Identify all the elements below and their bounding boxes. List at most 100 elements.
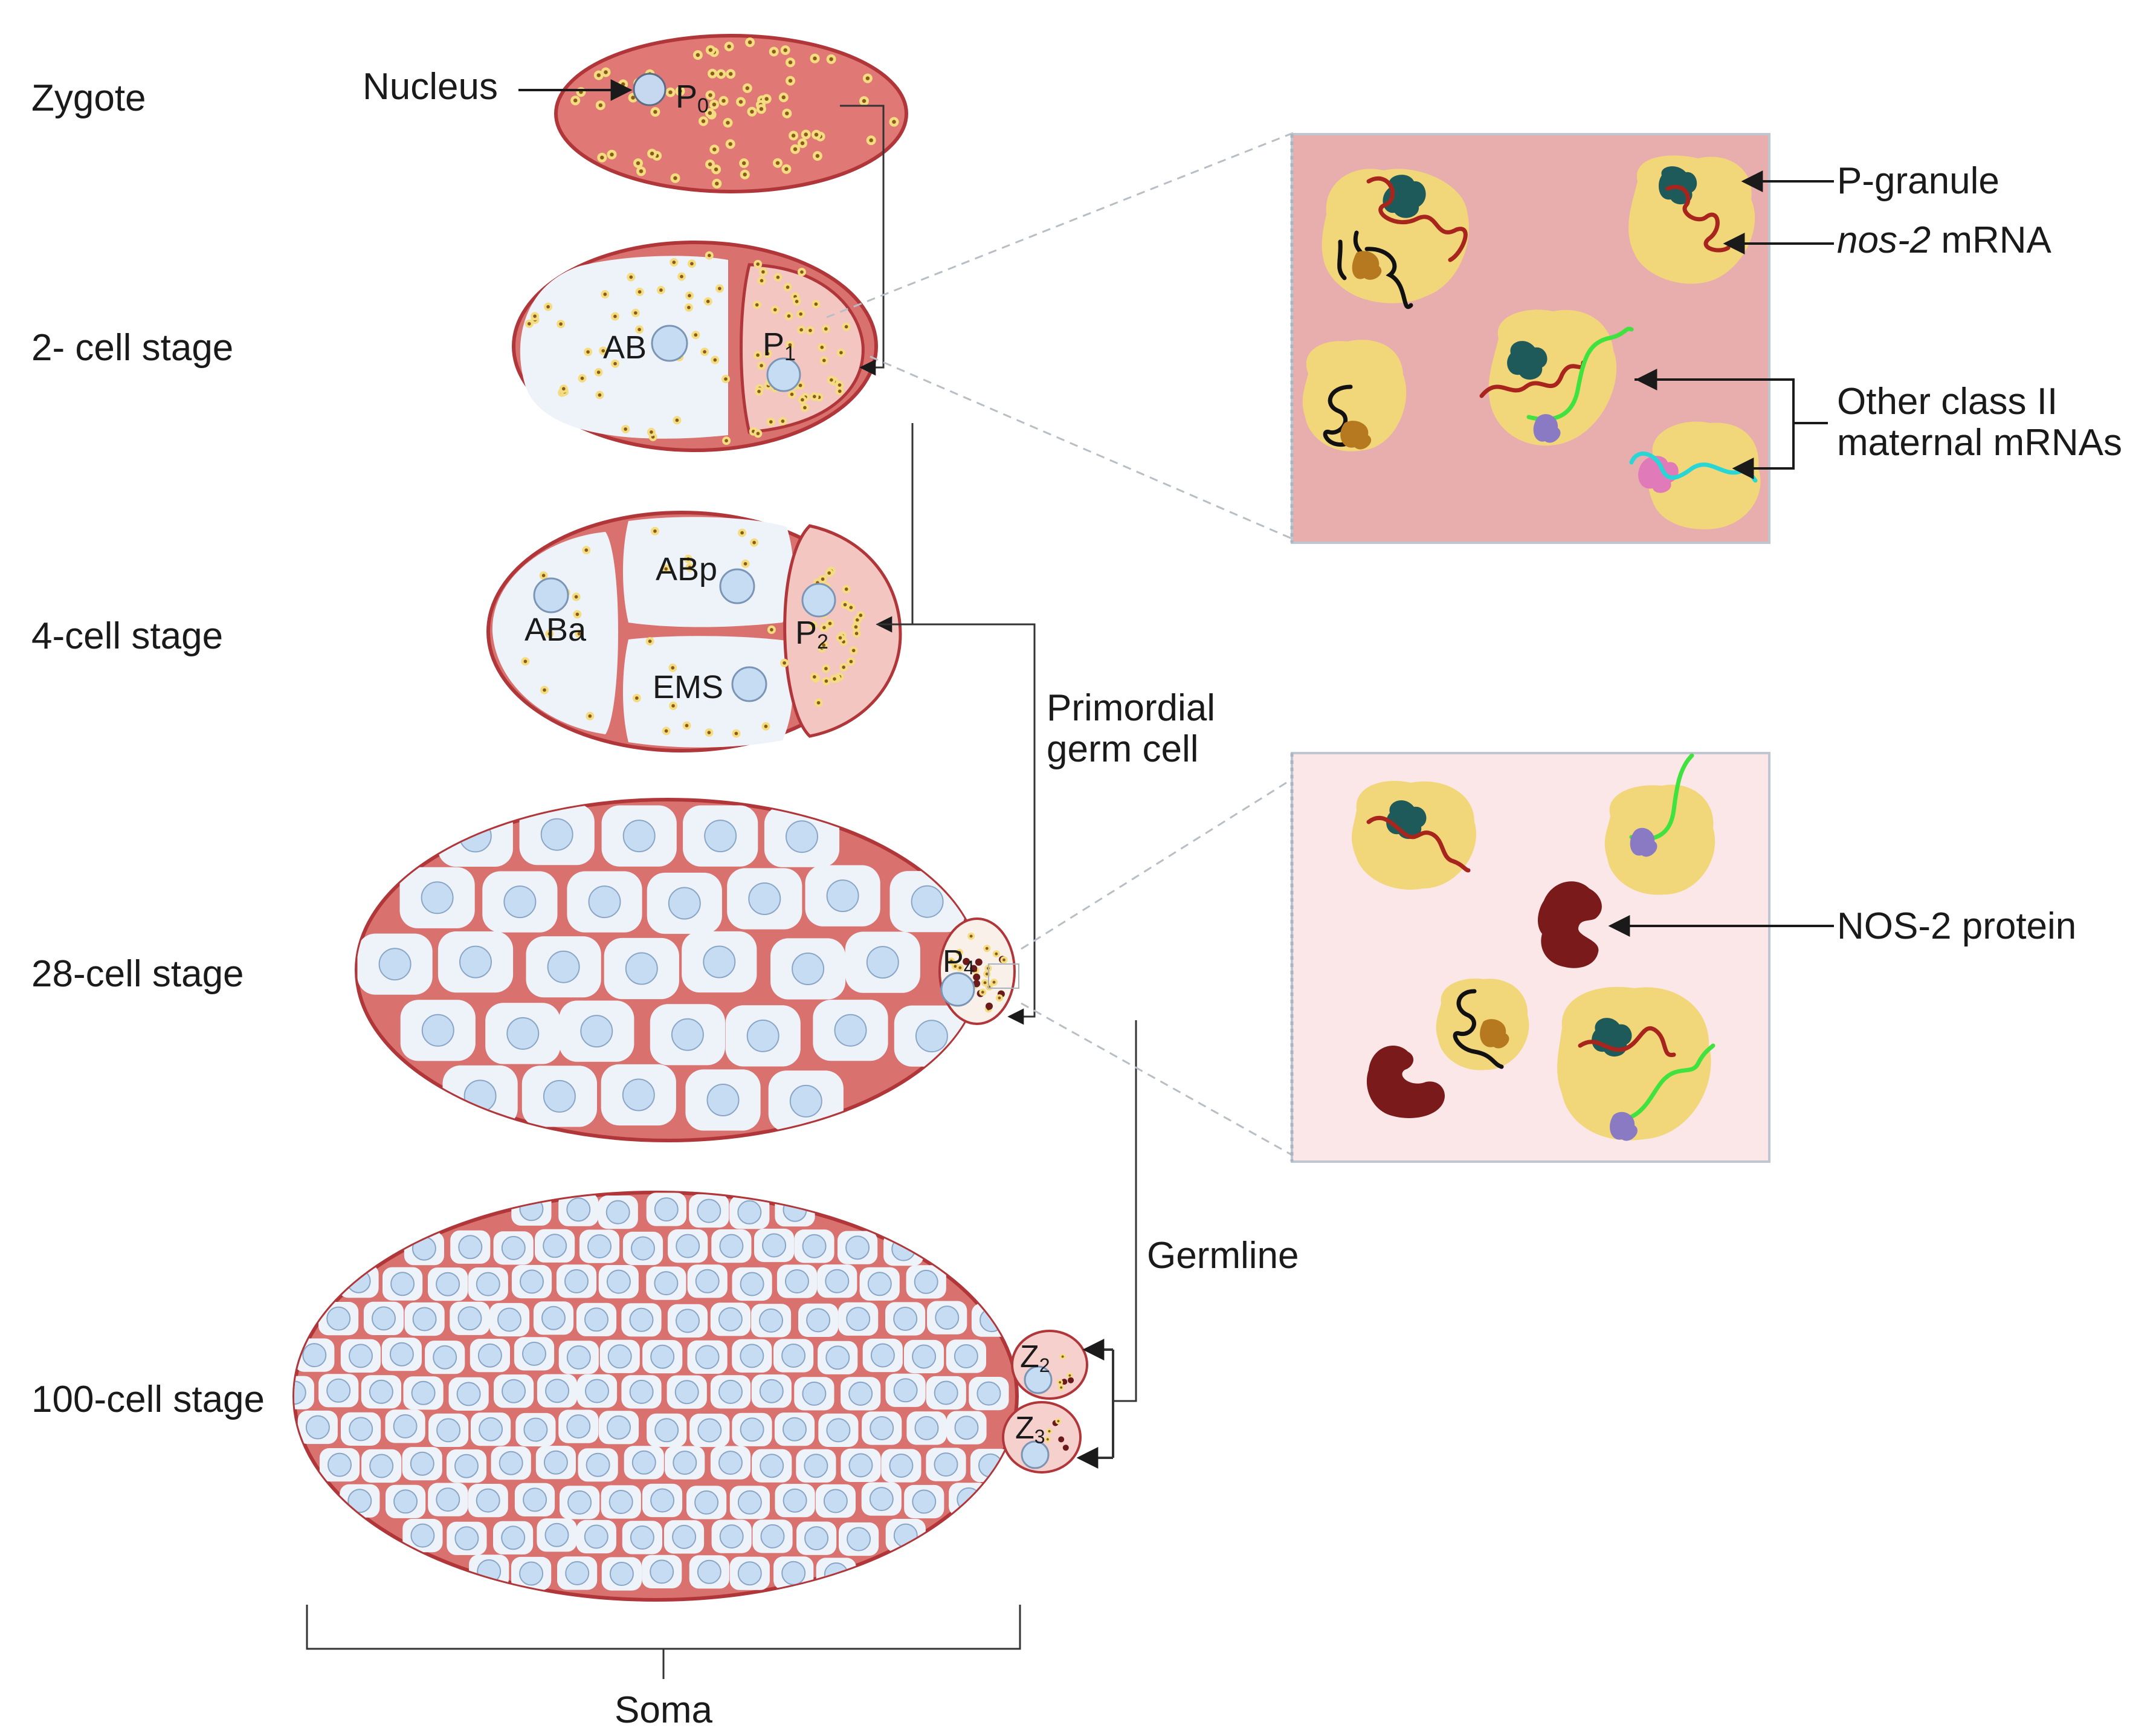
granule-dot xyxy=(757,361,766,370)
granule-dot xyxy=(705,108,715,118)
granule-dot xyxy=(712,178,722,189)
somatic-nucleus xyxy=(893,1378,918,1403)
granule-dot xyxy=(747,106,757,117)
p-granule-label: P-granule xyxy=(1837,160,1999,202)
granule-dot xyxy=(685,291,694,300)
granule-dot xyxy=(673,416,682,425)
somatic-nucleus xyxy=(393,1489,418,1514)
granule-dot xyxy=(722,436,731,445)
other-mrna-label-1: Other class II xyxy=(1837,381,2058,422)
p2-label: P2 xyxy=(795,615,828,653)
granule-dot xyxy=(607,149,617,160)
somatic-nucleus xyxy=(609,1562,634,1586)
granule-dot xyxy=(822,676,831,685)
granule-dot xyxy=(826,54,836,64)
somatic-nucleus xyxy=(436,1487,460,1512)
granule-dot xyxy=(752,300,761,309)
abp-label: ABp xyxy=(656,551,717,587)
granule-dot xyxy=(677,272,686,281)
granule-dot xyxy=(675,86,685,96)
granule-dot xyxy=(778,92,789,103)
soma-label: Soma xyxy=(615,1689,712,1731)
granule-dot xyxy=(1062,1445,1069,1451)
granule-dot xyxy=(956,964,964,972)
granule-dot xyxy=(582,546,591,555)
granule-dot xyxy=(636,166,646,176)
cell100-embryo: Z2 Z3 xyxy=(292,1191,1088,1602)
somatic-nucleus xyxy=(433,1345,457,1370)
stage-label-100cell: 100-cell stage xyxy=(31,1379,265,1420)
granule-dot xyxy=(821,664,830,673)
somatic-nucleus xyxy=(567,1490,592,1515)
granule-dot xyxy=(781,164,792,174)
somatic-nucleus xyxy=(421,1014,454,1047)
granule-dot xyxy=(792,297,801,306)
somatic-nucleus xyxy=(718,1451,743,1475)
somatic-nucleus xyxy=(587,1234,612,1259)
granule-dot xyxy=(789,131,799,141)
somatic-nucleus xyxy=(676,1234,700,1258)
granule-dot xyxy=(814,698,823,707)
p-granule xyxy=(1604,753,1715,895)
somatic-nucleus xyxy=(673,1451,697,1475)
granule-dot xyxy=(810,672,819,681)
somatic-nucleus xyxy=(914,1269,938,1294)
somatic-nucleus xyxy=(934,1380,958,1405)
other-mrna-label-2: maternal mRNAs xyxy=(1837,422,2122,464)
granule-dot xyxy=(559,384,568,393)
somatic-nucleus xyxy=(476,1272,500,1296)
granule-dot xyxy=(572,592,581,601)
somatic-nucleus xyxy=(650,1488,675,1513)
somatic-nucleus xyxy=(566,1345,591,1370)
granule-dot xyxy=(741,559,750,568)
granule-dot xyxy=(586,711,595,720)
primordial-germ-cell-label-1: Primordial xyxy=(1047,687,1215,729)
granule-dot xyxy=(647,427,656,436)
granule-dot xyxy=(521,657,530,666)
granule-dot xyxy=(995,994,1003,1002)
granule-dot xyxy=(631,308,640,317)
p-granule xyxy=(1302,340,1407,451)
granule-dot xyxy=(670,258,679,267)
granule-dot xyxy=(557,320,566,329)
somatic-nucleus xyxy=(454,1526,479,1551)
granule-dot xyxy=(819,641,828,650)
somatic-nucleus xyxy=(781,1344,806,1368)
somatic-nucleus xyxy=(740,1417,764,1442)
granule-dot xyxy=(682,721,691,730)
granule-dot xyxy=(835,381,844,390)
granule-dot xyxy=(627,273,636,282)
somatic-nucleus xyxy=(650,1559,674,1584)
somatic-nucleus xyxy=(792,953,825,985)
somatic-nucleus xyxy=(522,1341,546,1366)
granule-dot xyxy=(786,340,795,349)
somatic-nucleus xyxy=(748,882,781,915)
somatic-nucleus xyxy=(547,950,580,983)
p0-label: P0 xyxy=(676,79,709,117)
granule-dot xyxy=(1046,1428,1053,1434)
somatic-nucleus xyxy=(915,1020,948,1053)
somatic-nucleus xyxy=(789,1084,822,1118)
somatic-nucleus xyxy=(826,1418,851,1443)
lineage-p2-to-p4 xyxy=(877,623,1036,1025)
granule-dot xyxy=(842,322,851,331)
somatic-nucleus xyxy=(501,1526,526,1550)
granule-dot xyxy=(739,158,749,168)
granule-dot xyxy=(767,625,776,634)
somatic-nucleus xyxy=(694,1490,719,1515)
somatic-nucleus xyxy=(629,1307,654,1332)
granule-dot xyxy=(725,139,735,149)
granule-dot xyxy=(687,259,696,268)
granule-dot xyxy=(705,45,715,55)
somatic-nucleus xyxy=(607,1344,632,1369)
somatic-nucleus xyxy=(410,1523,435,1548)
germline-label: Germline xyxy=(1147,1235,1299,1276)
granule-dot xyxy=(570,95,581,106)
granule-dot xyxy=(797,325,806,334)
somatic-nucleus xyxy=(349,1417,373,1441)
z2-label: Z2 xyxy=(1020,1339,1050,1376)
nucleus-z3 xyxy=(1021,1440,1050,1469)
somatic-nucleus xyxy=(412,1307,437,1331)
somatic-nucleus xyxy=(305,1415,330,1440)
granule-dot xyxy=(836,348,845,357)
